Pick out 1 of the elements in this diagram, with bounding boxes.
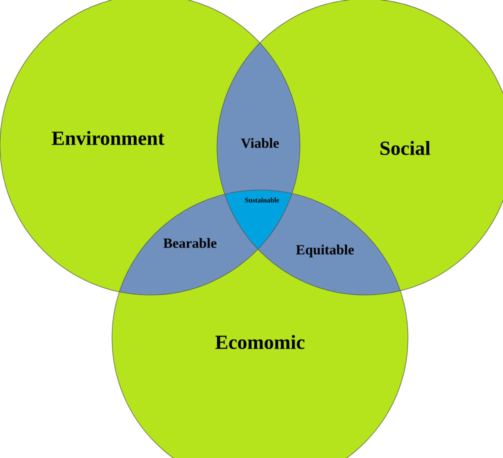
- overlap-region: Viable: [217, 42, 300, 194]
